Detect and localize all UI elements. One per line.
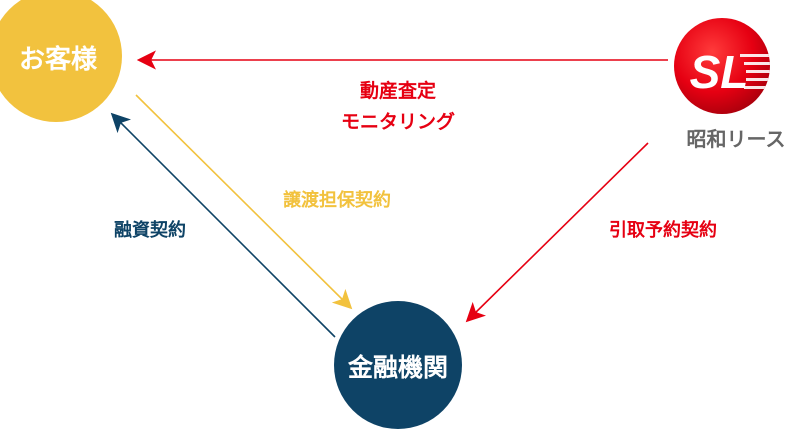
monitoring-label-line2: モニタリング <box>341 110 455 133</box>
transfer-collateral-arrow <box>135 94 353 310</box>
transfer-collateral-label: 譲渡担保契約 <box>283 189 391 211</box>
customer-node <box>0 0 122 122</box>
showa-leasing-name: 昭和リース <box>687 127 786 151</box>
bank-node <box>334 301 462 429</box>
financing-arrow <box>110 112 336 338</box>
logo-mark-text: SL <box>690 46 749 98</box>
financing-label: 融資契約 <box>114 219 186 241</box>
bank-label: 金融機関 <box>347 353 448 382</box>
logo-stripes <box>740 54 770 89</box>
showa-leasing-logo: SL <box>674 18 770 114</box>
monitoring-label-line1: 動産査定 <box>360 79 436 102</box>
purchase-reservation-label: 引取予約契約 <box>609 219 717 241</box>
customer-label: お客様 <box>19 44 98 75</box>
purchase-reservation-arrow <box>465 142 649 323</box>
